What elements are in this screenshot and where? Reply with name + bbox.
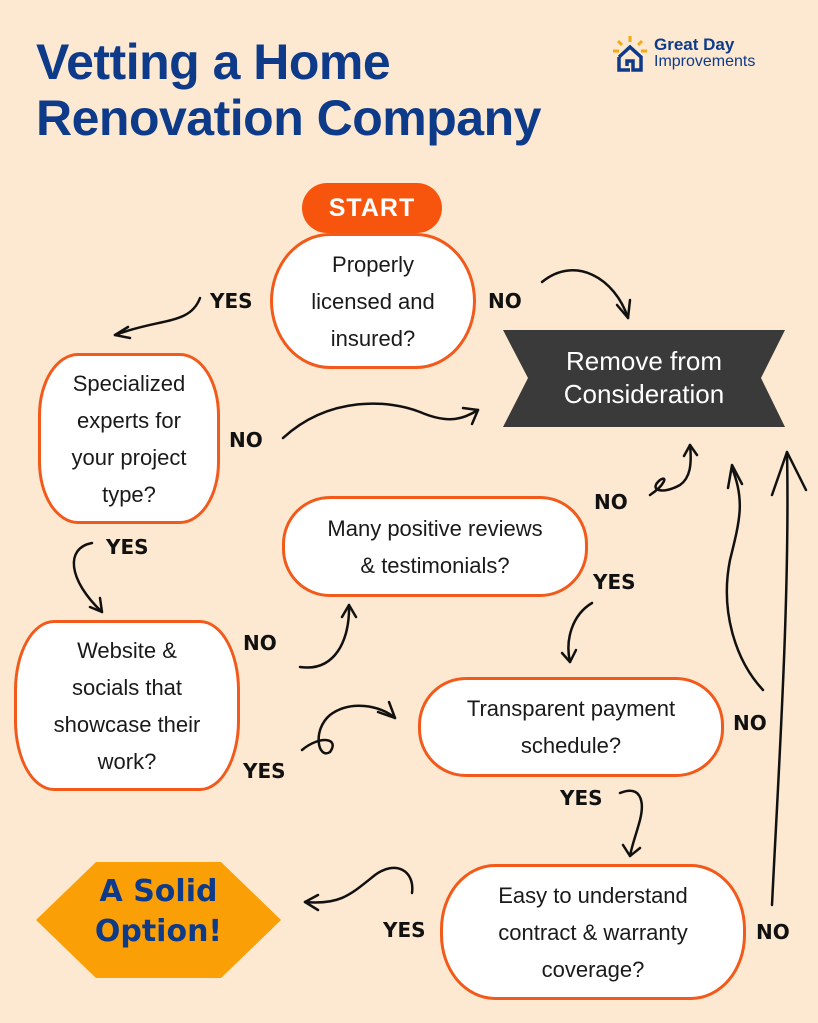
arrow-reviews-yes [567,601,594,664]
arrowhead-specialized-yes [88,596,104,614]
arrow-reviews-no [648,443,692,497]
solid-option-hexagon [36,862,281,978]
label-reviews-no: NO [594,490,628,514]
label-specialized-no: NO [229,428,263,452]
brand-logo: Great Day Improvements [610,33,755,73]
node-reviews: Many positive reviews & testimonials? [282,496,588,597]
arrowhead-website-no [340,603,358,619]
arrow-licensed-yes [113,296,202,337]
solid-option-text: A Solid Option! [36,872,281,952]
label-reviews-yes: YES [593,570,636,594]
node-specialized-text: Specialized experts for your project typ… [71,370,187,507]
logo-name: Great Day [654,35,735,54]
logo-subname: Improvements [654,53,756,70]
arrow-contract-no [770,450,789,907]
house-sun-icon [613,36,647,72]
arrowhead-contract-yes [303,893,320,912]
label-payment-yes: YES [560,786,603,810]
label-licensed-yes: YES [210,289,253,313]
arrowhead-licensed-yes [113,325,132,340]
arrow-payment-yes [618,789,644,858]
arrowhead-payment-no [726,463,744,490]
node-payment: Transparent payment schedule? [418,677,724,777]
node-website-text: Website & socials that showcase their wo… [53,637,201,774]
arrow-specialized-yes [72,541,104,614]
label-website-no: NO [243,631,277,655]
node-website: Website & socials that showcase their wo… [14,620,240,791]
arrow-licensed-no [540,269,630,320]
remove-line-2: Consideration [563,379,725,409]
label-website-yes: YES [243,759,286,783]
label-specialized-yes: YES [106,535,149,559]
remove-line-1: Remove from [565,346,723,376]
page-title: Vetting a Home Renovation Company [36,34,541,146]
label-contract-yes: YES [383,918,426,942]
node-specialized: Specialized experts for your project typ… [38,353,220,524]
arrow-specialized-no [281,402,480,440]
arrow-website-yes [300,704,397,755]
start-badge: START [302,183,442,233]
label-contract-no: NO [756,920,790,944]
arrowhead-licensed-no [615,298,632,320]
arrowhead-reviews-yes [560,648,578,664]
node-licensed: Properly licensed and insured? [270,233,476,369]
arrowhead-website-yes [376,700,397,720]
arrow-payment-no [725,466,765,692]
title-line-2: Renovation Company [36,90,541,146]
node-reviews-text: Many positive reviews & testimonials? [327,515,543,578]
remove-banner-text: Remove from Consideration [503,345,785,411]
node-payment-text: Transparent payment schedule? [466,696,676,758]
label-licensed-no: NO [488,289,522,313]
arrowhead-reviews-no [682,443,699,458]
node-contract-text: Easy to understand contract & warranty c… [498,882,688,982]
arrowhead-contract-no [770,450,808,497]
node-contract: Easy to understand contract & warranty c… [440,864,746,1000]
label-payment-no: NO [733,711,767,735]
arrow-website-no [298,603,351,669]
arrow-contract-yes [303,866,414,904]
node-licensed-text: Properly licensed and insured? [311,251,435,351]
arrowhead-specialized-no [461,406,480,426]
title-line-1: Vetting a Home [36,34,391,90]
solid-line-1: A Solid [99,874,218,909]
arrowhead-payment-yes [621,843,642,858]
solid-line-2: Option! [94,914,223,949]
remove-banner [503,330,785,427]
